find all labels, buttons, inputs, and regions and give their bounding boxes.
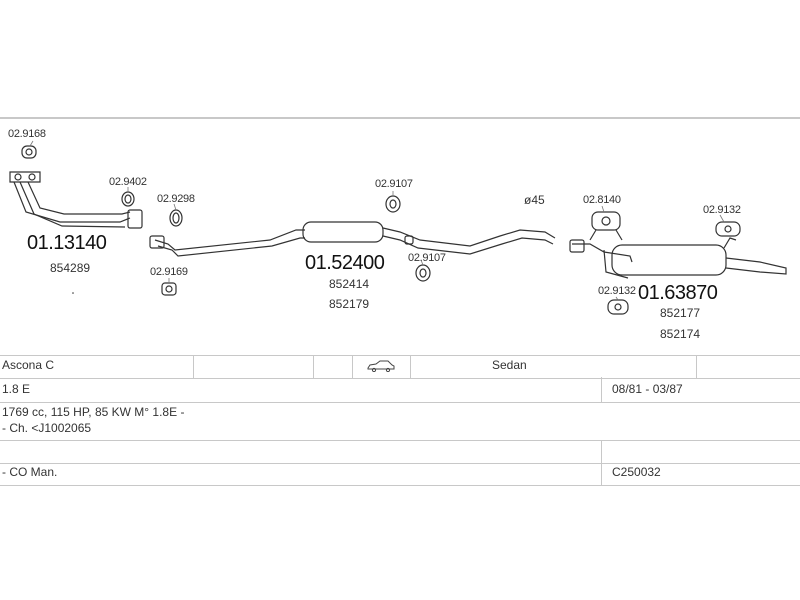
engine-cell: 1.8 E [2, 382, 31, 396]
model-cell: Ascona C [2, 358, 55, 372]
transmission-cell: - CO Man. [2, 465, 58, 479]
ring-029298-icon [169, 209, 183, 227]
rubber-029132-b-icon [607, 299, 629, 315]
rear-silencer-oe-2: 852174 [660, 327, 701, 341]
part-label-029132-a: 02.9132 [703, 204, 741, 216]
car-icon [366, 360, 396, 382]
table-row: 1.8 E 08/81 - 03/87 [0, 377, 800, 403]
rear-silencer-oe-1: 852177 [660, 306, 701, 320]
middle-silencer-oe-1: 852414 [329, 277, 370, 291]
part-label-029298: 02.9298 [157, 193, 195, 205]
table-row: 1769 cc, 115 HP, 85 KW M° 1.8E - - Ch. <… [0, 402, 800, 441]
rear-silencer-icon [569, 237, 787, 279]
part-label-029169: 02.9169 [150, 266, 188, 278]
part-label-029107-b: 02.9107 [408, 252, 446, 264]
hanger-028140-icon [589, 211, 623, 241]
rear-silencer-number: 01.63870 [638, 282, 718, 304]
part-label-029168: 02.9168 [8, 128, 46, 140]
middle-silencer-icon [302, 221, 556, 255]
body-type-cell: Sedan [492, 358, 527, 372]
table-row: - CO Man. C250032 [0, 463, 800, 486]
gasket-029168-icon [21, 145, 37, 159]
part-label-029107-a: 02.9107 [375, 178, 413, 190]
chassis-cell: - Ch. <J1002065 [2, 421, 92, 435]
middle-pipe-icon [149, 229, 305, 257]
clamp-029107-a-icon [385, 195, 401, 213]
period-cell: 08/81 - 03/87 [612, 382, 683, 396]
middle-silencer-number: 01.52400 [305, 252, 385, 274]
middle-silencer-oe-2: 852179 [329, 297, 370, 311]
front-pipe-icon [9, 171, 143, 229]
exhaust-diagram [9, 140, 787, 315]
diameter-label: ø45 [524, 193, 545, 207]
part-label-029402: 02.9402 [109, 176, 147, 188]
table-row [0, 440, 800, 464]
frame-top-border [0, 117, 800, 119]
part-label-028140: 02.8140 [583, 194, 621, 206]
specs-cell: 1769 cc, 115 HP, 85 KW M° 1.8E - [2, 405, 185, 419]
clamp-029169-icon [161, 282, 177, 296]
front-pipe-oe-1: 854289 [50, 261, 91, 275]
table-row: Ascona C Sedan [0, 355, 800, 379]
ring-029402-icon [121, 191, 135, 207]
front-pipe-number: 01.13140 [27, 232, 107, 254]
part-label-029132-b: 02.9132 [598, 285, 636, 297]
rubber-029132-a-icon [715, 221, 741, 237]
dot-mark [72, 292, 74, 294]
code-cell: C250032 [612, 465, 661, 479]
clamp-029107-b-icon [415, 264, 431, 282]
